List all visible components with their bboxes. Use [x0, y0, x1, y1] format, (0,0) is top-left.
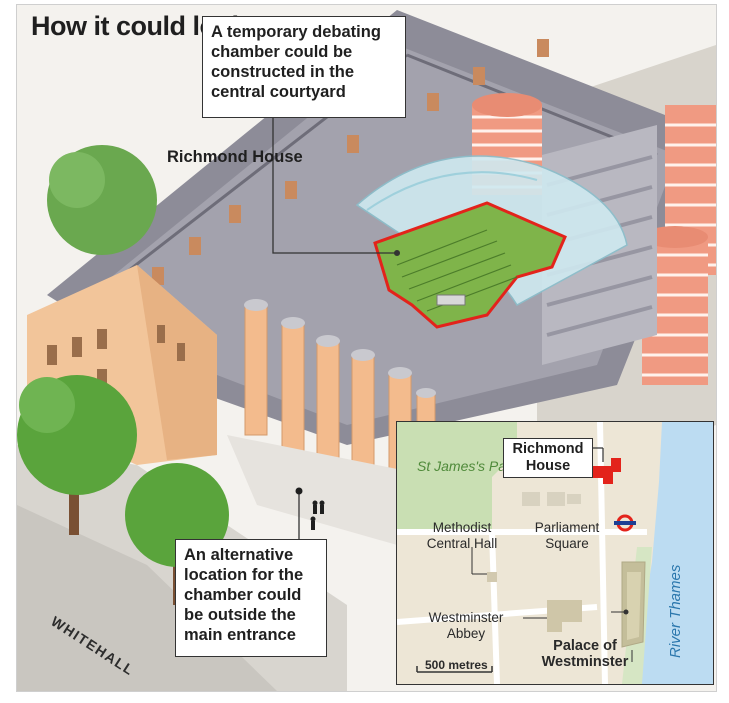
chamber-highlight [373, 201, 567, 329]
map-scale-label: 500 metres [425, 658, 488, 672]
richmond-house-marker [593, 458, 621, 484]
tree-top-left [47, 145, 157, 255]
callout-entrance: An alternative location for the chamber … [175, 539, 327, 657]
river-shape [637, 422, 713, 684]
infographic-frame: How it could look A temporary debating c… [16, 4, 717, 692]
building-illustration [17, 10, 716, 691]
label-richmond-house: Richmond House [167, 148, 303, 166]
underground-roundel-icon [614, 514, 636, 532]
map-label-palace: Palace of Westminster [541, 638, 629, 670]
map-label-methodist-hall: Methodist Central Hall [426, 520, 498, 551]
map-label-park: St James's Park [417, 458, 518, 474]
map-label-richmond-house: Richmond House [503, 438, 593, 478]
callout-leader-courtyard [272, 118, 397, 254]
callout-courtyard: A temporary debating chamber could be co… [202, 16, 406, 118]
map-label-westminster-abbey: Westminster Abbey [428, 610, 504, 641]
tree-bottom-left [17, 375, 137, 535]
map-graphics [397, 422, 713, 684]
map-label-river: River Thames [667, 564, 684, 658]
inset-map: St James's Park Richmond House Methodist… [396, 421, 714, 685]
map-label-parliament-square: Parliament Square [534, 520, 600, 551]
